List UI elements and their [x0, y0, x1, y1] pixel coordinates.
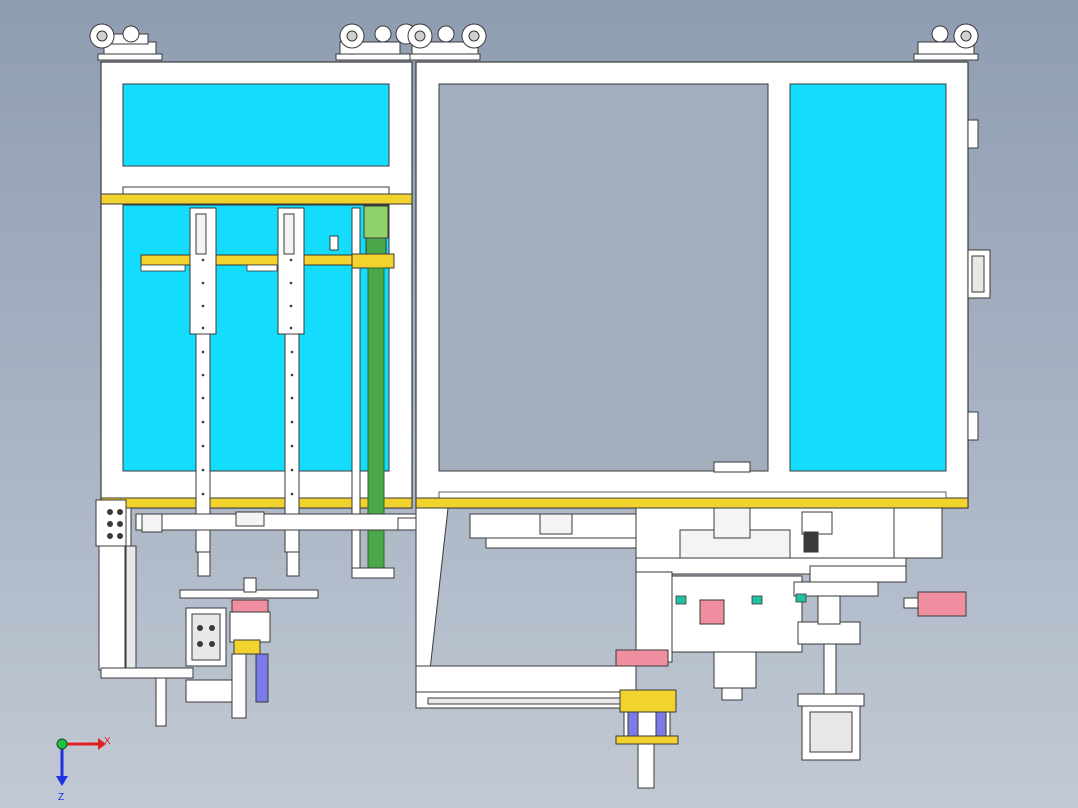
- motor-mount: [713, 461, 751, 473]
- x-axis-label: X: [104, 736, 111, 747]
- caster-wheel: [407, 23, 487, 61]
- left-top-rail-cap: [122, 186, 390, 195]
- lower-right-mechanism[interactable]: [793, 507, 967, 761]
- y-axis-dot: [56, 738, 68, 750]
- caster-wheel: [335, 23, 417, 61]
- green-column[interactable]: [351, 205, 395, 579]
- right-cyan-window: [789, 83, 947, 472]
- caster-wheel: [89, 23, 163, 61]
- z-axis-arrowhead: [56, 776, 68, 786]
- orientation-triad[interactable]: X Z: [56, 736, 111, 803]
- right-frame[interactable]: [415, 61, 969, 509]
- caster-group: [89, 23, 979, 61]
- left-cross-bar-shadow: [140, 264, 186, 272]
- lower-center-mechanism[interactable]: [415, 507, 907, 789]
- left-top-rail: [100, 193, 413, 205]
- vertical-slide-group: [189, 207, 361, 579]
- left-bottom-rail: [100, 497, 413, 509]
- right-bottom-rail: [415, 497, 969, 509]
- hinge-group: [967, 119, 979, 441]
- center-gray-window: [438, 83, 769, 472]
- z-axis-label: Z: [58, 792, 64, 803]
- bolt-heads: [107, 509, 215, 647]
- left-frame[interactable]: [100, 61, 413, 509]
- green-fittings: [675, 593, 807, 605]
- left-upper-window: [122, 83, 390, 167]
- x-axis-arrowhead: [98, 738, 106, 750]
- left-lower-window: [122, 204, 390, 472]
- right-bottom-cap: [438, 491, 947, 499]
- left-cross-bar-shadow: [246, 264, 278, 272]
- caster-wheel: [913, 23, 979, 61]
- door-handle[interactable]: [967, 249, 991, 299]
